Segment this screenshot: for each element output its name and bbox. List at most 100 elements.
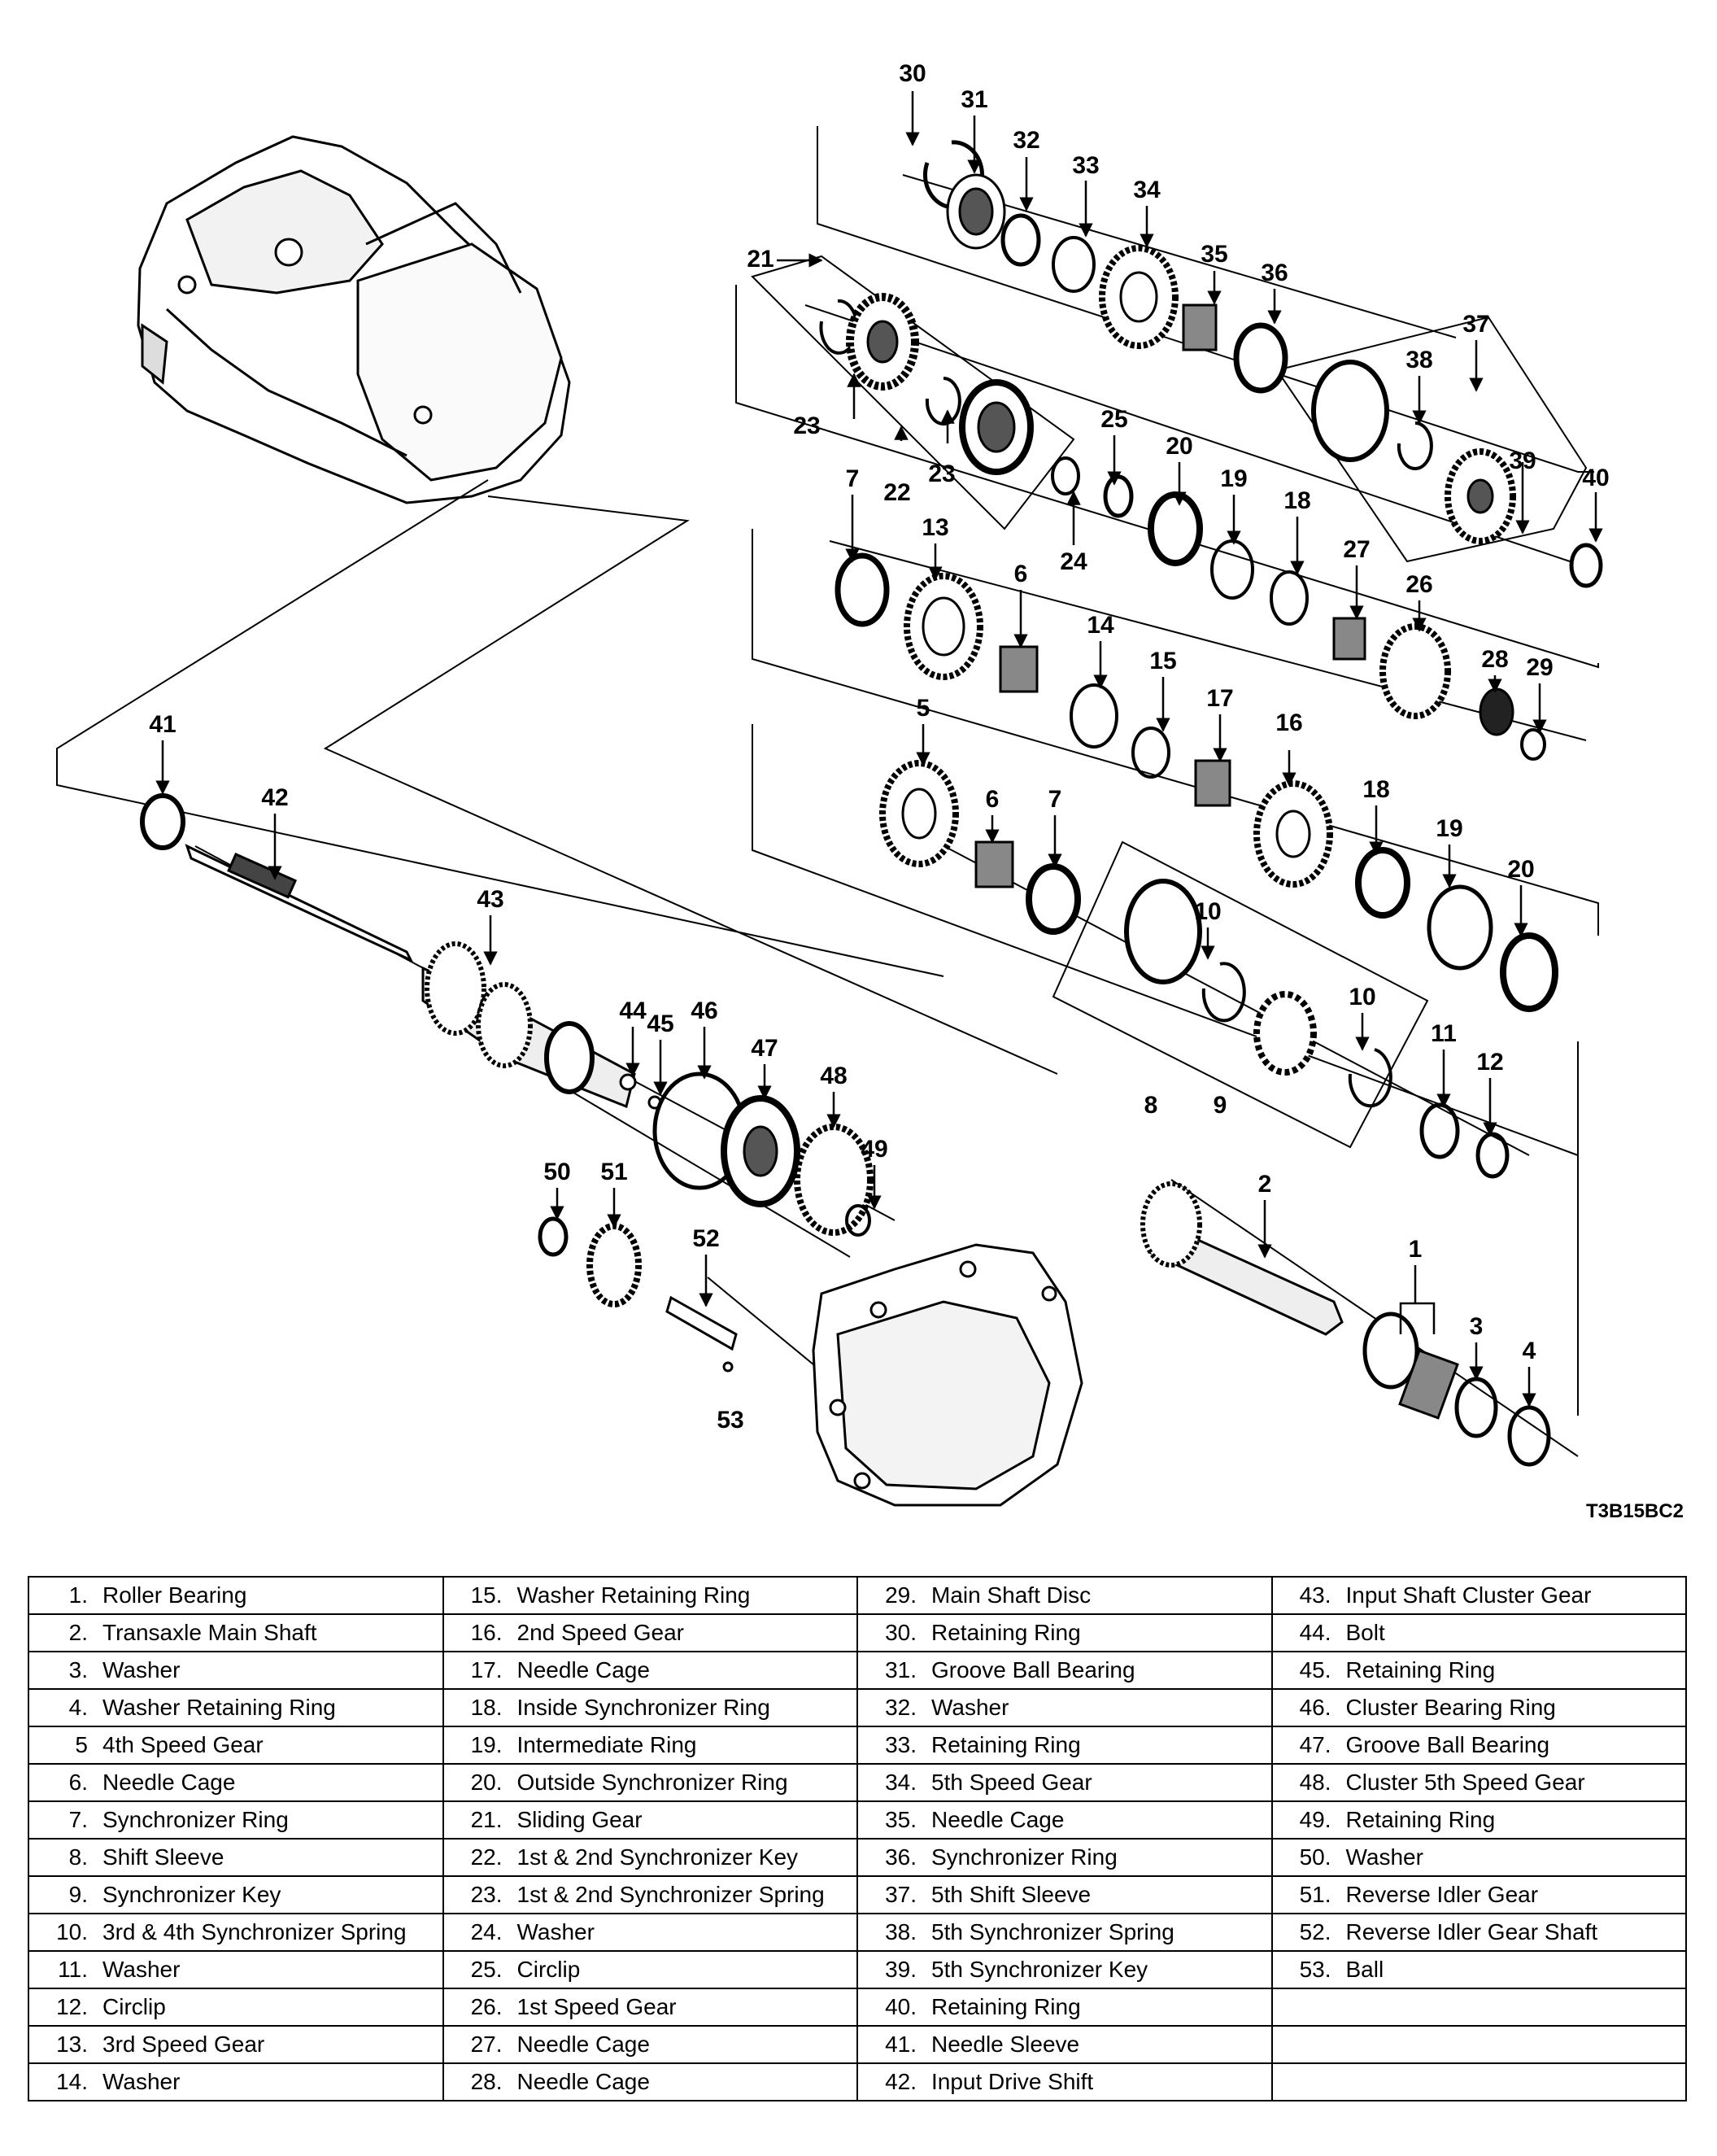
callout-44: 44: [619, 997, 647, 1024]
callout-12: 12: [1476, 1049, 1503, 1076]
callout-24: 24: [1060, 548, 1087, 575]
callout-46: 46: [691, 997, 717, 1024]
legend-cell: 12.Circlip: [28, 1988, 444, 2027]
legend-part-number: 44.: [1299, 1620, 1331, 1645]
legend-part-number: 51.: [1299, 1882, 1331, 1907]
callout-17: 17: [1206, 685, 1233, 712]
legend-part-name: Cluster Bearing Ring: [1345, 1695, 1556, 1720]
legend-part-name: 1st & 2nd Synchronizer Spring: [516, 1882, 825, 1907]
legend-cell: 26.1st Speed Gear: [442, 1988, 858, 2027]
legend-part-name: Transaxle Main Shaft: [102, 1620, 317, 1645]
upper-shaft-parts: [819, 140, 1603, 761]
legend-part-number: 8.: [68, 1844, 88, 1870]
legend-part-number: 9.: [68, 1882, 88, 1907]
legend-part-name: 5th Speed Gear: [931, 1770, 1092, 1795]
legend-part-number: 47.: [1299, 1732, 1331, 1757]
legend-part-number: 46.: [1299, 1695, 1331, 1720]
legend-part-name: Needle Sleeve: [931, 2032, 1080, 2057]
callout-32: 32: [1013, 127, 1039, 154]
legend-cell: 3.Washer: [28, 1651, 444, 1690]
legend-part-number: 2.: [68, 1620, 88, 1645]
legend-part-name: Retaining Ring: [931, 1994, 1081, 2019]
legend-cell: 39.5th Synchronizer Key: [856, 1950, 1273, 1989]
legend-cell: 22.1st & 2nd Synchronizer Key: [442, 1838, 858, 1877]
legend-part-name: Needle Cage: [516, 2032, 650, 2057]
legend-part-number: 41.: [885, 2032, 917, 2057]
legend-part-number: 16.: [470, 1620, 503, 1645]
callout-8: 8: [1144, 1092, 1158, 1119]
legend-part-number: 3.: [68, 1657, 88, 1682]
legend-cell: 16.2nd Speed Gear: [442, 1613, 858, 1652]
legend-part-number: 18.: [470, 1695, 503, 1720]
legend-cell: 49.Retaining Ring: [1270, 1800, 1687, 1840]
legend-cell: 36. Synchronizer Ring: [856, 1838, 1273, 1877]
callout-1: 1: [1409, 1236, 1423, 1263]
callout-28: 28: [1481, 646, 1508, 673]
legend-part-number: 14.: [56, 2069, 88, 2094]
legend-cell: 24.Washer: [442, 1913, 858, 1952]
legend-part-number: 5: [75, 1732, 88, 1757]
legend-cell: 53.Ball: [1270, 1950, 1687, 1989]
callout-19b: 19: [1436, 815, 1462, 842]
legend-part-number: 34.: [885, 1770, 917, 1795]
legend-part-name: 5th Shift Sleeve: [931, 1882, 1092, 1907]
legend-part-name: Washer: [516, 1919, 595, 1944]
callout-20b: 20: [1507, 856, 1534, 883]
legend-cell: 41. Needle Sleeve: [856, 2025, 1273, 2064]
legend-part-name: Reverse Idler Gear: [1345, 1882, 1539, 1907]
callout-2: 2: [1258, 1171, 1272, 1198]
callout-labels: 30 31 32 33 34 35 36 37 38 39 40 21 23 2…: [149, 60, 1609, 1434]
legend-cell: 37.5th Shift Sleeve: [856, 1875, 1273, 1914]
legend-cell: 43.Input Shaft Cluster Gear: [1270, 1576, 1687, 1615]
callout-37: 37: [1462, 311, 1489, 338]
legend-cell: 47.Groove Ball Bearing: [1270, 1726, 1687, 1765]
legend-part-number: 45.: [1299, 1657, 1331, 1682]
legend-part-number: 29.: [885, 1582, 917, 1608]
callout-7b: 7: [1048, 786, 1062, 813]
legend-cell: 10.3rd & 4th Synchronizer Spring: [28, 1913, 444, 1952]
callout-42: 42: [261, 784, 288, 811]
legend-cell: [1270, 2062, 1687, 2101]
legend-part-number: 21.: [470, 1807, 503, 1832]
legend-cell: 45. Retaining Ring: [1270, 1651, 1687, 1690]
legend-part-number: 19.: [470, 1732, 503, 1757]
legend-part-name: 5th Synchronizer Spring: [931, 1919, 1174, 1944]
legend-part-number: 36.: [885, 1844, 917, 1870]
callout-4: 4: [1523, 1338, 1536, 1364]
legend-part-number: 7.: [68, 1807, 88, 1832]
legend-cell: 42.Input Drive Shift: [856, 2062, 1273, 2101]
legend-part-name: Synchronizer Ring: [931, 1844, 1118, 1870]
legend-part-number: 35.: [885, 1807, 917, 1832]
legend-cell: 40.Retaining Ring: [856, 1988, 1273, 2027]
legend-part-name: Retaining Ring: [1345, 1657, 1496, 1682]
legend-part-number: 4.: [68, 1695, 88, 1720]
legend-cell: 32.Washer: [856, 1688, 1273, 1727]
callout-47: 47: [751, 1035, 778, 1062]
legend-cell: 28.Needle Cage: [442, 2062, 858, 2101]
callout-30: 30: [899, 60, 926, 87]
legend-part-number: 39.: [885, 1957, 917, 1982]
legend-part-number: 25.: [470, 1957, 503, 1982]
callout-11: 11: [1431, 1020, 1457, 1047]
transaxle-case: [812, 1243, 1083, 1507]
legend-cell: 8.Shift Sleeve: [28, 1838, 444, 1877]
legend-part-name: 1st Speed Gear: [516, 1994, 677, 2019]
legend-cell: 25.Circlip: [442, 1950, 858, 1989]
legend-part-name: Input Shaft Cluster Gear: [1345, 1582, 1592, 1608]
legend-cell: 51. Reverse Idler Gear: [1270, 1875, 1687, 1914]
legend-part-name: Synchronizer Key: [102, 1882, 281, 1907]
legend-cell: 20.Outside Synchronizer Ring: [442, 1763, 858, 1802]
callout-14: 14: [1087, 612, 1114, 639]
legend-part-name: Input Drive Shift: [931, 2069, 1094, 2094]
legend-part-name: Needle Cage: [102, 1770, 236, 1795]
legend-part-name: Retaining Ring: [931, 1732, 1081, 1757]
legend-part-name: Circlip: [102, 1994, 166, 2019]
callout-25: 25: [1100, 406, 1127, 433]
legend-part-number: 38.: [885, 1919, 917, 1944]
